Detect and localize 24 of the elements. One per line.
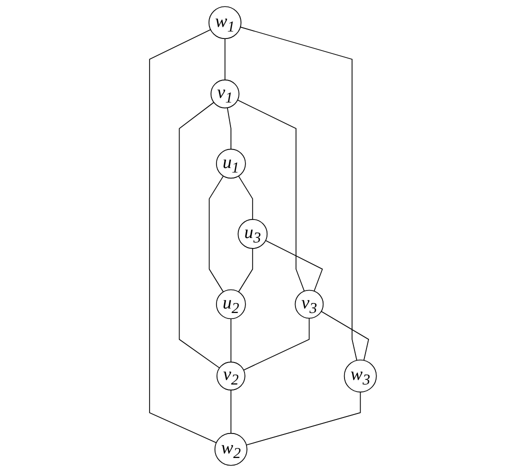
connector: [246, 392, 361, 446]
vertex-circle: u$_{3}$: [238, 219, 268, 249]
connector: [224, 38, 226, 80]
vertex-circle: u$_{1}$: [216, 148, 246, 179]
vertex-circle: w$_{1}$: [208, 6, 242, 40]
connector: [237, 100, 305, 292]
vertex-circle: v$_{3}$: [294, 290, 324, 319]
vertex-circle: w$_{2}$: [214, 432, 248, 466]
connector: [178, 102, 220, 368]
vertex-circle: v$_{2}$: [216, 362, 246, 390]
vertex-circle: w$_{3}$: [344, 360, 377, 392]
connector: [240, 26, 358, 361]
connector: [149, 29, 217, 444]
connector: [226, 107, 232, 150]
connector: [230, 390, 232, 434]
connector: [238, 248, 254, 292]
vertex-circle: v$_{1}$: [210, 80, 240, 108]
vertex-circle: u$_{2}$: [216, 289, 246, 320]
connector: [230, 318, 232, 362]
connector: [265, 240, 323, 292]
connector: [243, 318, 310, 370]
connector: [208, 176, 224, 292]
connector: [238, 176, 254, 220]
connector: [320, 310, 370, 361]
